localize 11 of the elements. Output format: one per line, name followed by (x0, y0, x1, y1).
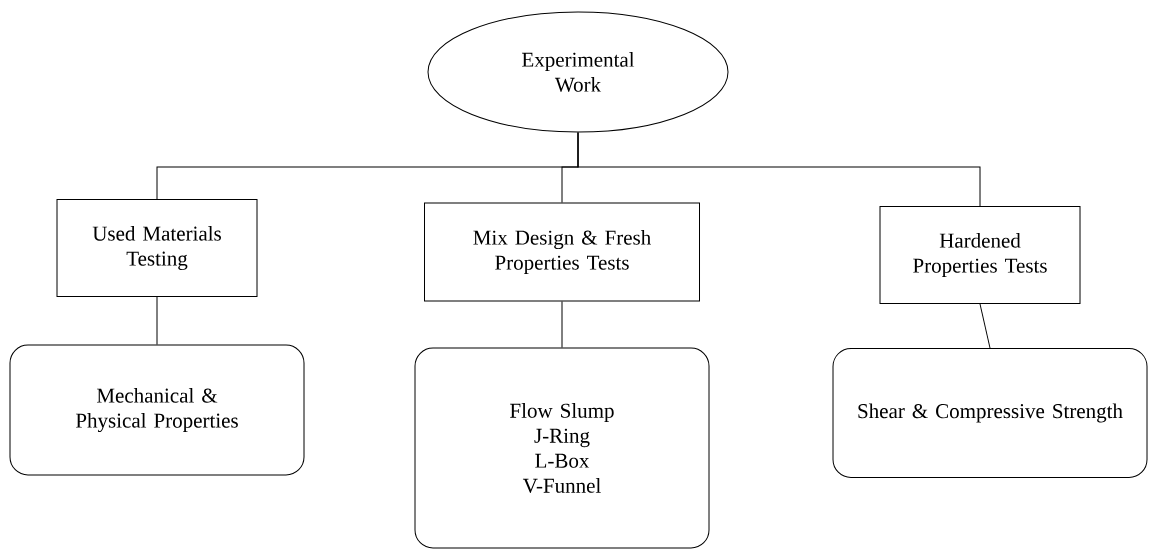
process-box: Mix Design & Fresh Properties Tests (424, 202, 700, 302)
connector-line (156, 296, 158, 345)
connector-line (979, 303, 991, 349)
connector-line (561, 301, 563, 348)
oval-node: Experimental Work (427, 11, 729, 133)
connector-line (577, 132, 981, 207)
rounded-box: Mechanical & Physical Properties (9, 344, 305, 476)
rounded-box: Shear & Compressive Strength (832, 348, 1148, 478)
process-box: Used Materials Testing (56, 199, 258, 297)
rounded-box: Flow Slump J-Ring L-Box V-Funnel (414, 347, 710, 549)
process-box: Hardened Properties Tests (879, 206, 1081, 304)
